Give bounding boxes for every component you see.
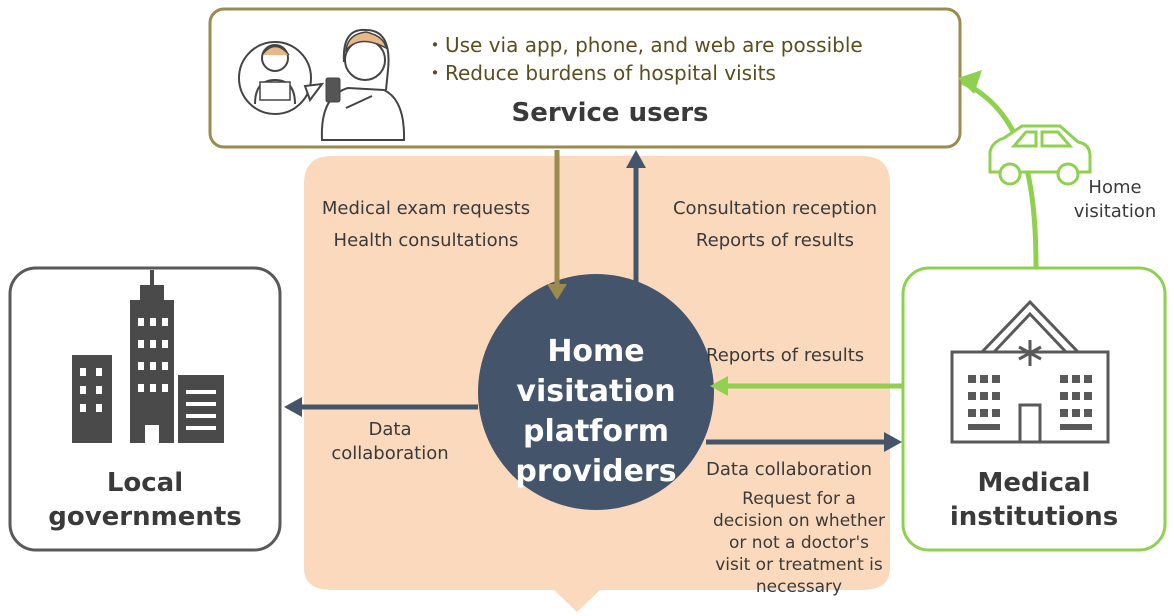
- home-visitation-line-1: Home: [1088, 177, 1142, 198]
- request-line-1: Request for a: [742, 489, 856, 509]
- local-governments-line-2: governments: [48, 502, 242, 532]
- flow-to-government-line-2: collaboration: [331, 443, 449, 464]
- flow-label-to-medical-request: Request for a decision on whether or not…: [690, 488, 908, 598]
- flow-label-to-users: Consultation reception Reports of result…: [650, 197, 900, 253]
- flow-label-home-visitation: Home visitation: [1060, 176, 1170, 224]
- local-governments-line-1: Local: [106, 468, 184, 498]
- local-governments-label: Local governments: [10, 466, 280, 534]
- service-users-bullet-1: ・Use via app, phone, and web are possibl…: [425, 33, 863, 57]
- platform-hub-label: Home visitation platform providers: [480, 332, 712, 492]
- medical-institutions-label: Medical institutions: [903, 466, 1165, 534]
- flow-to-users-line-1: Consultation reception: [672, 198, 878, 219]
- flow-label-from-medical: Reports of results: [706, 345, 865, 366]
- flow-to-platform-line-2: Health consultations: [333, 230, 519, 251]
- flow-label-to-medical: Data collaboration: [706, 459, 872, 480]
- hub-line-1: Home: [547, 334, 645, 369]
- flow-to-platform-line-1: Medical exam requests: [321, 198, 531, 219]
- flow-label-to-government: Data collaboration: [320, 418, 460, 466]
- hub-line-2: visitation: [516, 374, 676, 409]
- flow-to-government-line-1: Data: [368, 419, 412, 440]
- home-visitation-line-2: visitation: [1073, 201, 1157, 222]
- medical-institutions-line-2: institutions: [949, 502, 1119, 532]
- car-icon: [988, 124, 1092, 186]
- request-line-5: necessary: [755, 577, 843, 597]
- hospital-building-icon: [950, 299, 1110, 444]
- users-icon: [238, 28, 406, 141]
- service-users-bullet-2: ・Reduce burdens of hospital visits: [425, 61, 776, 85]
- platform-hub-circle: [478, 274, 714, 510]
- flow-to-users-line-2: Reports of results: [695, 230, 855, 251]
- hospital-windows: [968, 340, 1092, 430]
- request-line-4: visit or treatment is: [715, 555, 883, 575]
- hub-line-3: platform: [522, 414, 670, 449]
- request-line-2: decision on whether: [712, 511, 886, 531]
- hub-line-4: providers: [515, 454, 677, 489]
- flow-label-to-platform: Medical exam requests Health consultatio…: [300, 197, 552, 253]
- service-users-title: Service users: [511, 98, 709, 128]
- request-line-3: or not a doctor's: [729, 533, 869, 553]
- medical-institutions-line-1: Medical: [977, 468, 1091, 498]
- home-visitation-arrowhead: [958, 70, 982, 94]
- building-windows: [80, 318, 216, 443]
